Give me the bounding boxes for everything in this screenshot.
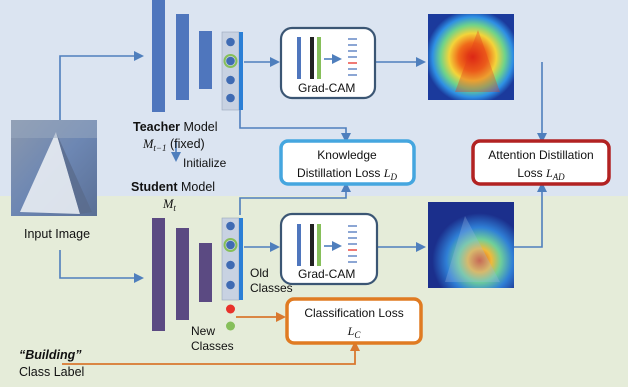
- svg-text:Loss LAD: Loss LAD: [517, 166, 565, 182]
- knowledge-distillation-loss-box: Knowledge Distillation Loss LD: [279, 139, 416, 186]
- teacher-model-symbol: Mt−1 (fixed): [142, 137, 205, 153]
- student-model-label: Student Model: [131, 180, 215, 194]
- blue-arrows: [59, 51, 547, 283]
- old-classes-label: Old Classes: [250, 266, 293, 295]
- student-model-symbol: Mt: [162, 197, 176, 213]
- new-class-red-node: [226, 304, 235, 314]
- orange-arrows: [62, 312, 360, 365]
- svg-text:Grad-CAM: Grad-CAM: [298, 267, 355, 281]
- gradcam-teacher-box: Grad-CAM: [279, 26, 377, 100]
- svg-text:Knowledge: Knowledge: [317, 148, 377, 162]
- input-image-label: Input Image: [24, 227, 90, 241]
- new-classes-label: New Classes: [191, 324, 234, 353]
- svg-text:Distillation Loss LD: Distillation Loss LD: [297, 166, 397, 182]
- initialize-label: Initialize: [183, 156, 227, 170]
- student-attention-heatmap: [428, 202, 514, 288]
- gradcam-student-box: Grad-CAM: [279, 212, 379, 286]
- svg-text:Attention Distillation: Attention Distillation: [488, 148, 593, 162]
- svg-text:Grad-CAM: Grad-CAM: [298, 81, 355, 95]
- input-image: [11, 120, 97, 216]
- teacher-attention-heatmap: [428, 14, 514, 100]
- student-network: [152, 217, 243, 331]
- class-label: “Building” Class Label: [19, 348, 85, 379]
- teacher-network: [152, 0, 243, 112]
- svg-text:Classification Loss: Classification Loss: [304, 306, 403, 320]
- teacher-model-label: Teacher Model: [133, 120, 218, 134]
- svg-text:LC: LC: [347, 324, 362, 340]
- classification-loss-box: Classification Loss LC: [285, 297, 423, 345]
- new-class-green-node: [226, 321, 235, 331]
- attention-distillation-loss-box: Attention Distillation Loss LAD: [471, 139, 611, 186]
